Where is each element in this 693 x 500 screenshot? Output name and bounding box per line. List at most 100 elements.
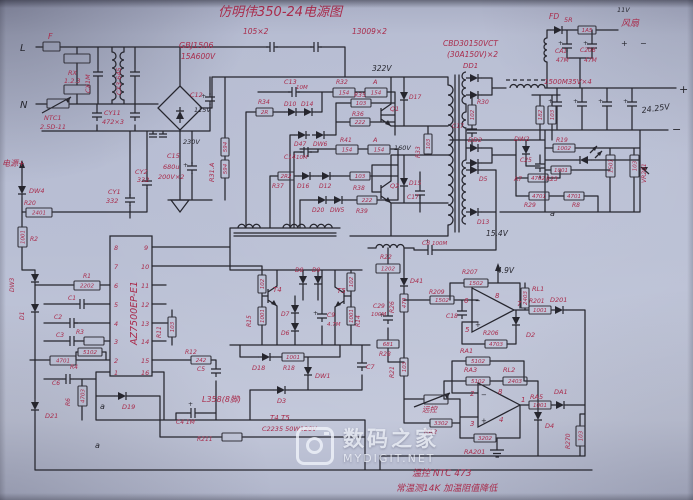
diode-icon (31, 398, 39, 414)
schematic-label: 15.4V (486, 229, 509, 238)
diode-icon (466, 208, 482, 216)
schematic-label: RA5 (530, 393, 543, 401)
diode-icon (466, 159, 482, 167)
schematic-label: R14 (355, 315, 362, 327)
diode-icon (18, 182, 26, 198)
schematic-label: C29 (373, 303, 385, 310)
schematic-label: 1500M35V×4 (544, 78, 592, 86)
component-box (63, 84, 91, 95)
component-box: 4701 (563, 191, 585, 201)
schematic-label: 远控 (422, 405, 438, 414)
schematic-label: C17 (407, 194, 419, 201)
schematic-label: 5R (564, 16, 573, 24)
schematic-label: 10M (296, 155, 308, 161)
schematic-label: C15 (167, 152, 180, 160)
svg-text:103: 103 (579, 430, 585, 441)
schematic-label: DW5 (330, 207, 345, 214)
schematic-label: D1 (19, 312, 26, 320)
schematic-label: 24.25V (641, 102, 671, 115)
pot-wiper-arrow-icon (640, 166, 650, 175)
chassis-caps-icon (149, 131, 167, 138)
schematic-label: 47M (584, 57, 598, 64)
svg-text:1001: 1001 (554, 168, 568, 174)
schematic-label: 5 (465, 326, 470, 334)
diode-icon (304, 363, 312, 379)
schematic-label: 7 (517, 300, 522, 308)
svg-text:1001: 1001 (286, 355, 300, 361)
schematic-label: 472×3 (102, 118, 124, 126)
schematic-label: C1 (68, 295, 76, 302)
svg-text:4701: 4701 (532, 194, 546, 200)
component-box: 154 (332, 87, 356, 98)
svg-text:+: + (548, 98, 553, 105)
schematic-label: 1.2.3 (64, 77, 81, 85)
svg-text:154: 154 (342, 148, 353, 154)
capacitor-icon (93, 68, 103, 80)
schematic-label: 105×2 (243, 27, 269, 36)
svg-text:242: 242 (196, 358, 207, 364)
schematic-label: 温控 NTC 473 (412, 468, 472, 479)
svg-text:4701: 4701 (567, 194, 581, 200)
schematic-label: R270 (565, 433, 572, 449)
transistor-q2 (380, 180, 392, 204)
schematic-label: D19 (122, 403, 135, 411)
schematic-label: 13 (141, 320, 149, 328)
component-box: 154 (335, 144, 359, 155)
schematic-label: T4 (273, 286, 282, 294)
schematic-label: FD (549, 12, 559, 21)
svg-text:5102: 5102 (471, 359, 485, 365)
svg-text:5102: 5102 (83, 350, 97, 356)
component-box: 5102 (465, 376, 491, 386)
schematic-label: R209 (429, 289, 445, 296)
capacitor-icon (92, 109, 102, 121)
component-box: 1001 (346, 306, 356, 326)
coil-icon (111, 51, 117, 101)
bridge-rectifier-symbol (157, 85, 203, 131)
schematic-label: 11 (141, 282, 149, 290)
svg-text:2R: 2R (261, 110, 268, 116)
schematic-label: CY11 (104, 109, 121, 117)
transistor-t4 (267, 285, 278, 307)
diode-icon (400, 88, 408, 104)
schematic-label: 100M (371, 312, 386, 318)
component-box: 1001 (528, 400, 552, 410)
schematic-label: 4 (499, 416, 503, 424)
component-box: 103 (547, 105, 557, 125)
component-box: 4702 (527, 173, 549, 183)
schematic-label: C206 (580, 47, 596, 54)
schematic-label: RL2 (503, 366, 515, 374)
schematic-label: R38 (353, 185, 365, 192)
schematic-label: 电源+ (2, 159, 25, 168)
schematic-label: + (475, 321, 481, 329)
schematic-label: RA1 (460, 347, 473, 355)
capacitor-icon: + (187, 401, 199, 418)
svg-text:102: 102 (260, 278, 266, 289)
schematic-label: R211 (197, 436, 213, 443)
svg-text:222: 222 (355, 120, 366, 126)
schematic-label: 2 (470, 390, 475, 398)
schematic-label: 6 (464, 297, 469, 305)
svg-text:1501: 1501 (609, 159, 615, 173)
coil-icon (375, 243, 405, 249)
schematic-label: 3 (114, 338, 118, 346)
diode-icon (294, 131, 310, 139)
schematic-label: R36 (352, 111, 364, 118)
component-box: 222 (349, 117, 371, 127)
schematic-label: T4 T5 (270, 414, 290, 422)
schematic-label: D8 (295, 267, 304, 274)
svg-text:+: + (583, 40, 588, 47)
component-box: 5102 (77, 347, 103, 357)
capacitor-icon (457, 307, 467, 319)
schematic-label: 4.7M (327, 322, 341, 328)
component-box: 1001 (17, 226, 28, 248)
schematic-label: 8 (495, 292, 500, 300)
diode-icon (466, 74, 482, 82)
diode-icon (114, 392, 130, 400)
schematic-label: R206 (483, 330, 499, 337)
component-box: 242 (190, 355, 212, 365)
schematic-label: a (100, 402, 105, 411)
capacitor-icon (467, 125, 477, 137)
watermark: 数码之家 MYDIGIT.NET (296, 427, 439, 465)
coil-icon (461, 111, 467, 129)
